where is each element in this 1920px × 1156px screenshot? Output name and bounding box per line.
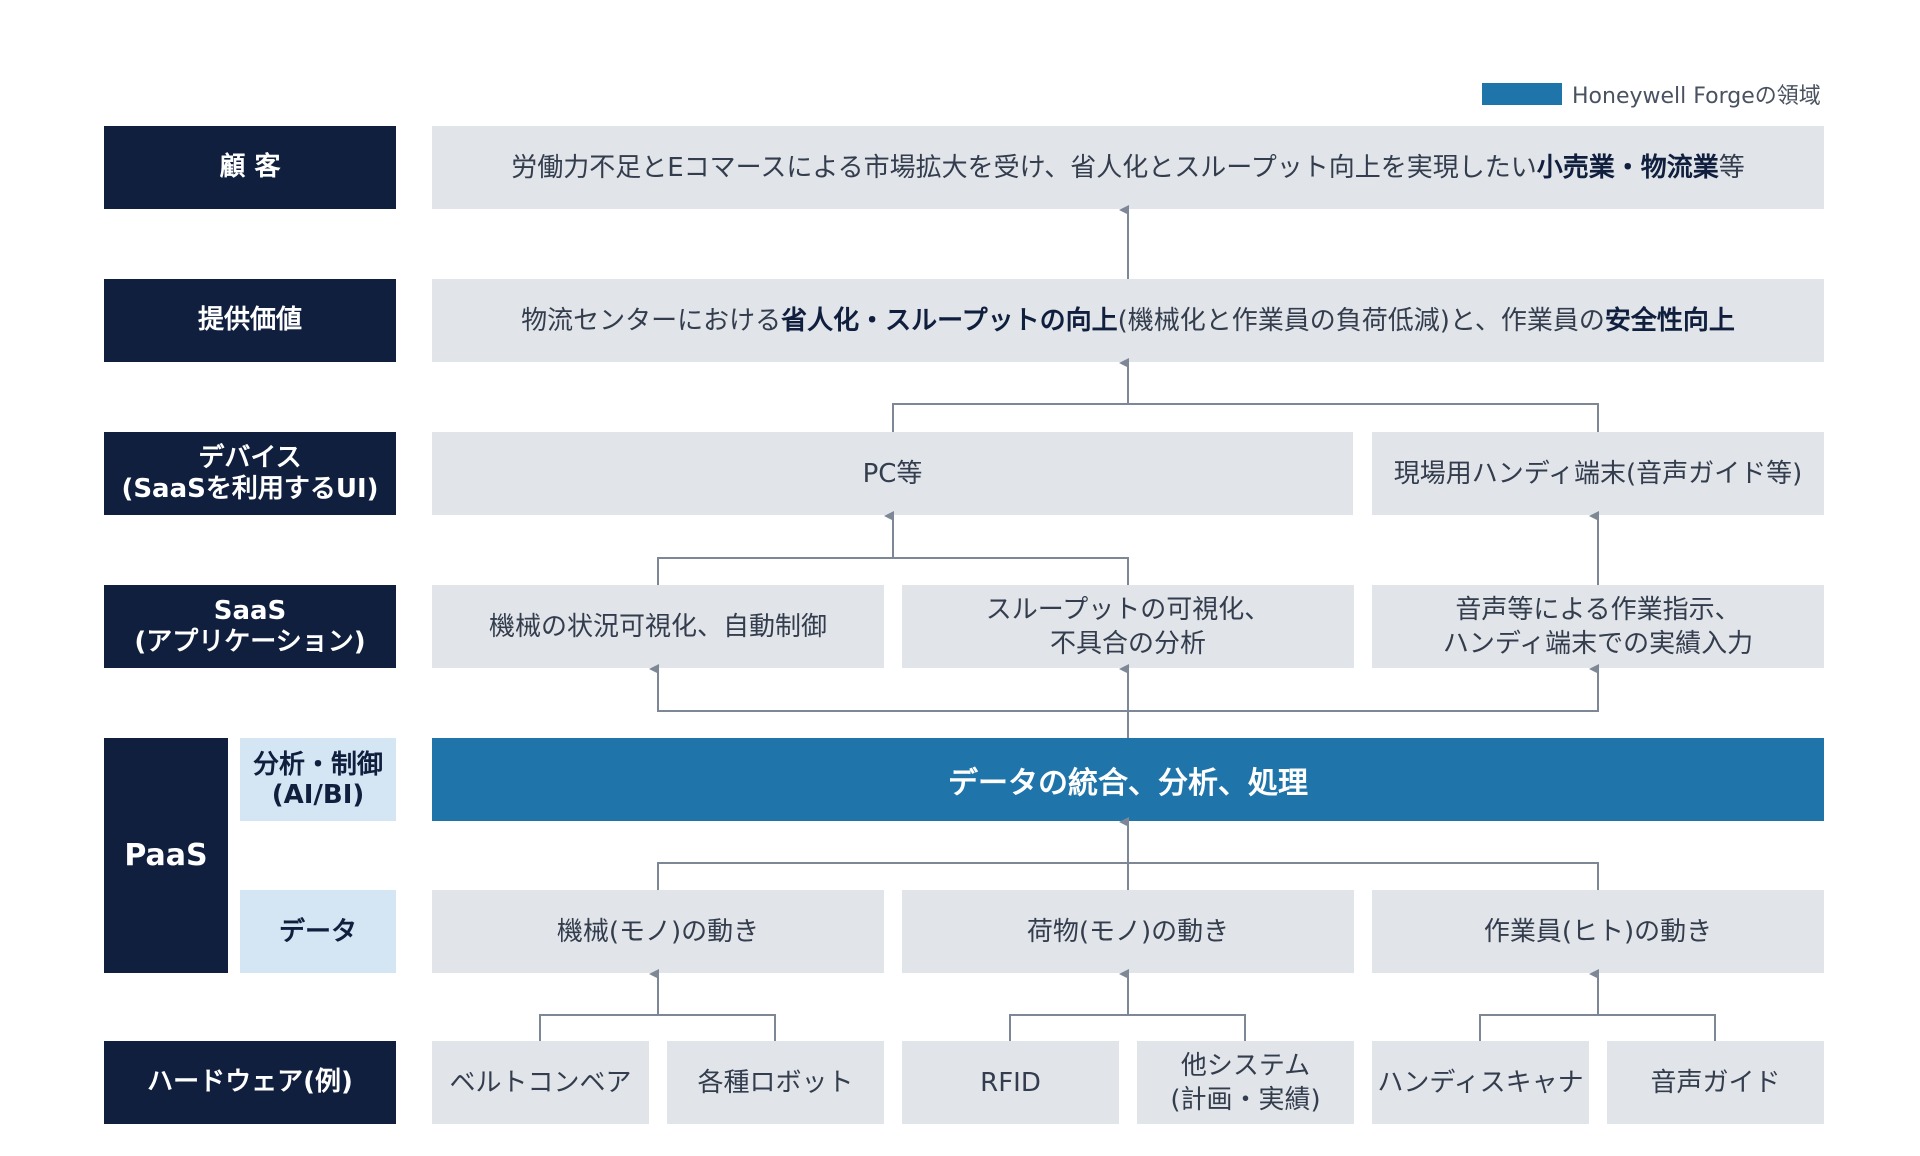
hw-rfid: RFID (902, 1041, 1119, 1124)
value-box: 物流センターにおける省人化・スループットの向上(機械化と作業員の負荷低減)と、作… (432, 279, 1824, 362)
row-label-device: デバイス (SaaSを利用するUI) (104, 432, 396, 515)
connector-hw-right (1479, 1014, 1716, 1041)
paas-data-label: データ (240, 890, 396, 973)
data-machine: 機械(モノ)の動き (432, 890, 884, 973)
connector-devices (892, 403, 1599, 432)
row-label-hardware: ハードウェア(例) (104, 1041, 396, 1124)
device-pc: PC等 (432, 432, 1353, 515)
connector-hw-mid (1009, 1014, 1246, 1041)
row-label-value: 提供価値 (104, 279, 396, 362)
row-label-paas: PaaS (104, 738, 228, 973)
device-handy: 現場用ハンディ端末(音声ガイド等) (1372, 432, 1824, 515)
saas-throughput: スループットの可視化、 不具合の分析 (902, 585, 1354, 668)
paas-analysis-label: 分析・制御 (AI/BI) (240, 738, 396, 821)
connector-saas-to-pc (657, 557, 1129, 585)
hw-handy-scanner: ハンディスキャナ (1372, 1041, 1589, 1124)
saas-voice-instruction: 音声等による作業指示、 ハンディ端末での実績入力 (1372, 585, 1824, 668)
row-label-customer: 顧 客 (104, 126, 396, 209)
customer-text: 労働力不足とEコマースによる市場拡大を受け、省人化とスループット向上を実現したい… (511, 152, 1745, 183)
data-worker: 作業員(ヒト)の動き (1372, 890, 1824, 973)
hw-robots: 各種ロボット (667, 1041, 884, 1124)
hw-belt-conveyor: ベルトコンベア (432, 1041, 649, 1124)
hw-voice-guide: 音声ガイド (1607, 1041, 1824, 1124)
hw-other-systems: 他システム (計画・実績) (1137, 1041, 1354, 1124)
customer-box: 労働力不足とEコマースによる市場拡大を受け、省人化とスループット向上を実現したい… (432, 126, 1824, 209)
connector-hw-left (539, 1014, 776, 1041)
row-label-saas: SaaS (アプリケーション) (104, 585, 396, 668)
value-text: 物流センターにおける省人化・スループットの向上(機械化と作業員の負荷低減)と、作… (521, 305, 1735, 336)
paas-analysis-box: データの統合、分析、処理 (432, 738, 1824, 821)
legend-label: Honeywell Forgeの領域 (1572, 84, 1821, 109)
legend-swatch (1482, 83, 1562, 105)
saas-machine-visual: 機械の状況可視化、自動制御 (432, 585, 884, 668)
data-cargo: 荷物(モノ)の動き (902, 890, 1354, 973)
